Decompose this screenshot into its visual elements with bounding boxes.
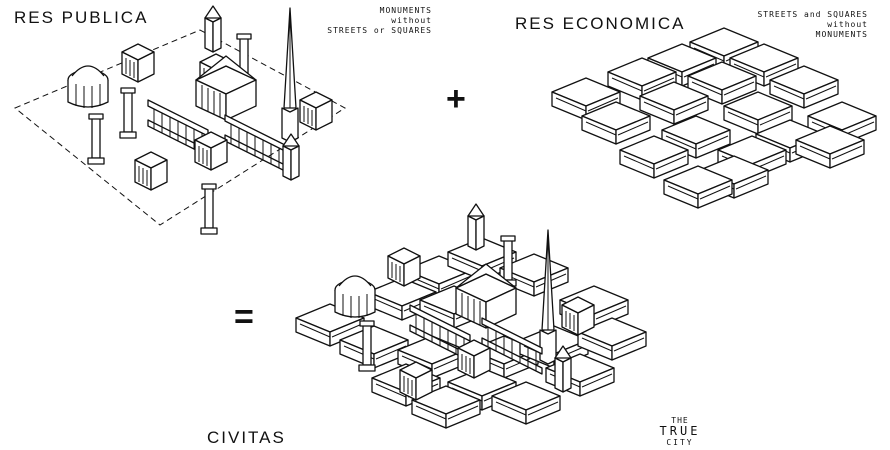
- res-economica-note-line3: MONUMENTS: [815, 30, 868, 39]
- res-publica-note-line2: without: [391, 16, 432, 25]
- res-publica-note-line1: MONUMENTS: [379, 6, 432, 15]
- true-city-line2: TRUE: [659, 424, 701, 438]
- true-city-note: THE TRUE CITY: [650, 416, 710, 447]
- true-city-line1: THE: [671, 416, 689, 425]
- res-publica-note: MONUMENTS without STREETS or SQUARES: [300, 6, 432, 36]
- true-city-line3: CITY: [666, 438, 694, 447]
- res-publica-title: RES PUBLICA: [14, 8, 149, 27]
- equals-operator: =: [234, 298, 254, 336]
- civitas-drawing: [295, 203, 647, 429]
- plus-operator: +: [446, 80, 466, 118]
- res-publica-drawing: [14, 5, 346, 235]
- res-economica-title: RES ECONOMICA: [515, 14, 686, 33]
- res-publica-note-line3: STREETS or SQUARES: [327, 26, 432, 35]
- civitas-title: CIVITAS: [207, 428, 286, 447]
- res-economica-drawing: [551, 27, 877, 209]
- res-economica-note: STREETS and SQUARES without MONUMENTS: [728, 10, 868, 40]
- res-economica-note-line2: without: [827, 20, 868, 29]
- res-economica-note-line1: STREETS and SQUARES: [757, 10, 868, 19]
